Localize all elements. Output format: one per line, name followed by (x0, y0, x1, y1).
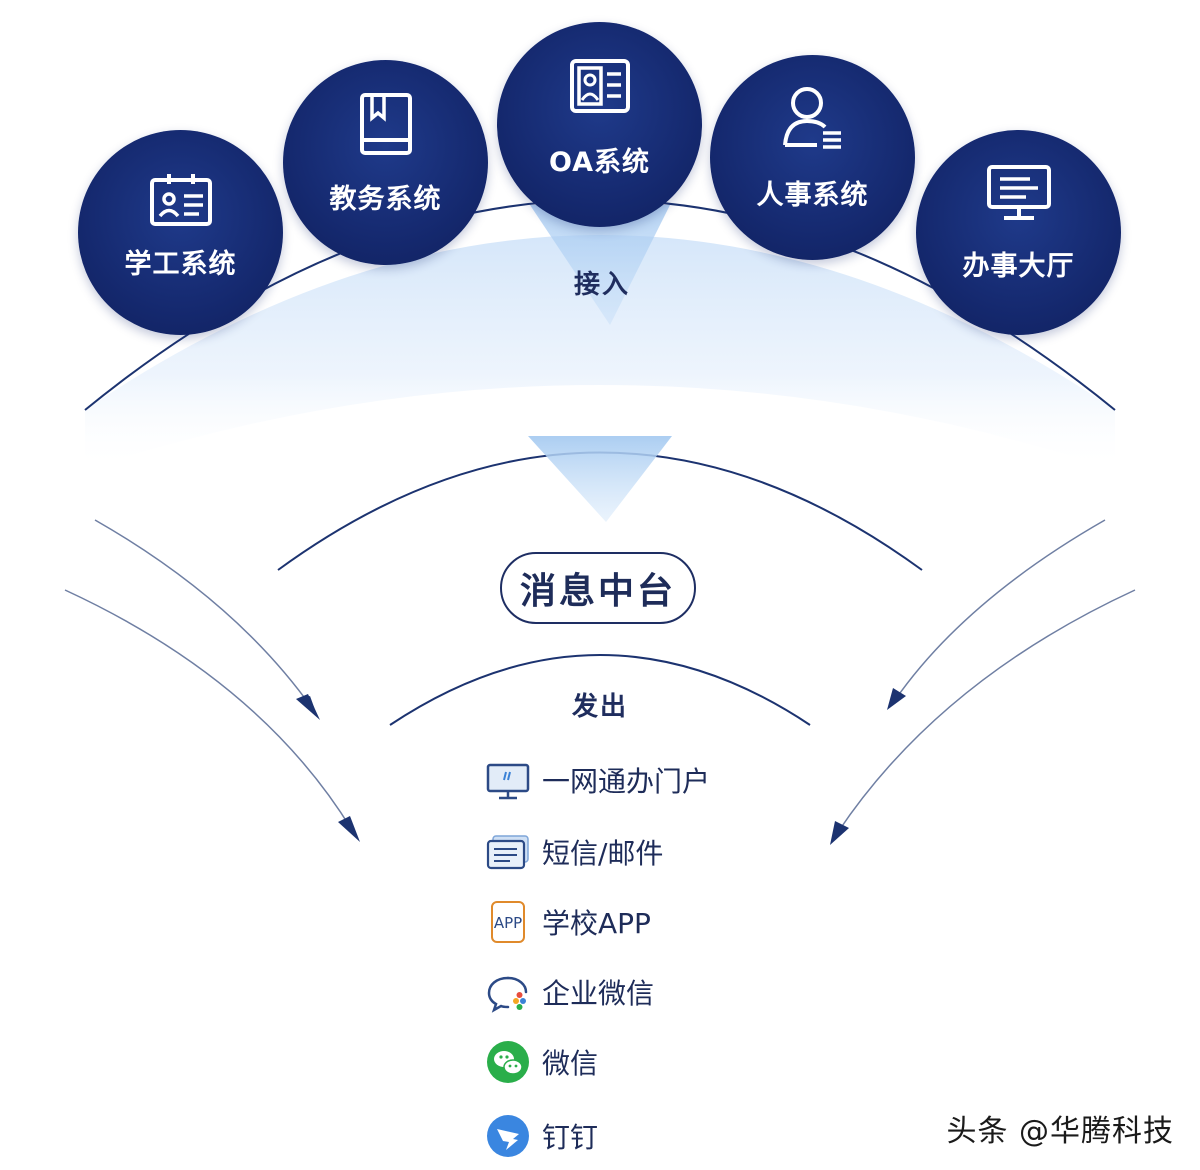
user-list-icon (782, 87, 841, 149)
right-arrow-inner (894, 519, 1106, 701)
message-card-icon (486, 835, 529, 870)
left-arrow-outer-head (338, 816, 360, 842)
channel-label: 企业微信 (542, 977, 655, 1010)
right-arrow-outer (837, 589, 1136, 833)
app-icon: APP (491, 901, 525, 943)
source-circle-student-affairs: 学工系统 (78, 130, 283, 335)
source-circle-service-hall: 办事大厅 (916, 130, 1121, 335)
source-circle-academic-affairs: 教务系统 (283, 60, 488, 265)
source-label: 办事大厅 (962, 251, 1075, 282)
wechat-icon (487, 1041, 529, 1083)
right-arrow-inner-head (887, 688, 906, 710)
app-icon-text: APP (494, 914, 522, 932)
channel-label: 微信 (542, 1047, 599, 1080)
channel-item-wecom: 企业微信 (484, 968, 654, 1016)
channel-label: 学校APP (542, 907, 651, 940)
monitor-icon (986, 165, 1051, 220)
output-label: 发出 (572, 692, 629, 722)
right-arrow-outer-head (830, 821, 849, 845)
source-circle-oa: OA系统 (497, 22, 702, 227)
channel-label: 一网通办门户 (542, 765, 711, 798)
wecom-icon (487, 976, 528, 1013)
dingtalk-icon (487, 1115, 529, 1157)
ingest-label: 接入 (574, 270, 631, 300)
source-circle-hr: 人事系统 (710, 55, 915, 260)
source-label: OA系统 (548, 147, 651, 178)
source-label: 学工系统 (124, 249, 237, 280)
channel-item-sms-email: 短信/邮件 (484, 828, 663, 876)
portrait-doc-icon (569, 59, 630, 113)
channel-item-school-app: APP 学校APP (484, 898, 651, 946)
hub-label: 消息中台 (519, 571, 676, 612)
output-arc (389, 654, 811, 726)
ingest-beam (530, 205, 670, 325)
source-label: 人事系统 (756, 180, 869, 211)
watermark: 头条 @华腾科技 (946, 1114, 1174, 1149)
channel-label: 钉钉 (542, 1121, 599, 1154)
message-hub: 消息中台 (500, 552, 696, 624)
channel-item-portal: 一网通办门户 (484, 756, 710, 804)
glow-band (85, 235, 1115, 470)
channel-item-dingtalk: 钉钉 (484, 1112, 598, 1160)
id-card-icon (149, 174, 212, 226)
source-label: 教务系统 (329, 184, 442, 215)
channel-item-wechat: 微信 (484, 1038, 598, 1086)
channel-label: 短信/邮件 (542, 837, 664, 870)
left-arrow-inner (94, 519, 313, 709)
hub-beam (528, 436, 672, 522)
left-arrow-outer (64, 589, 353, 831)
monitor-portal-icon (486, 763, 530, 800)
book-icon (359, 93, 412, 155)
